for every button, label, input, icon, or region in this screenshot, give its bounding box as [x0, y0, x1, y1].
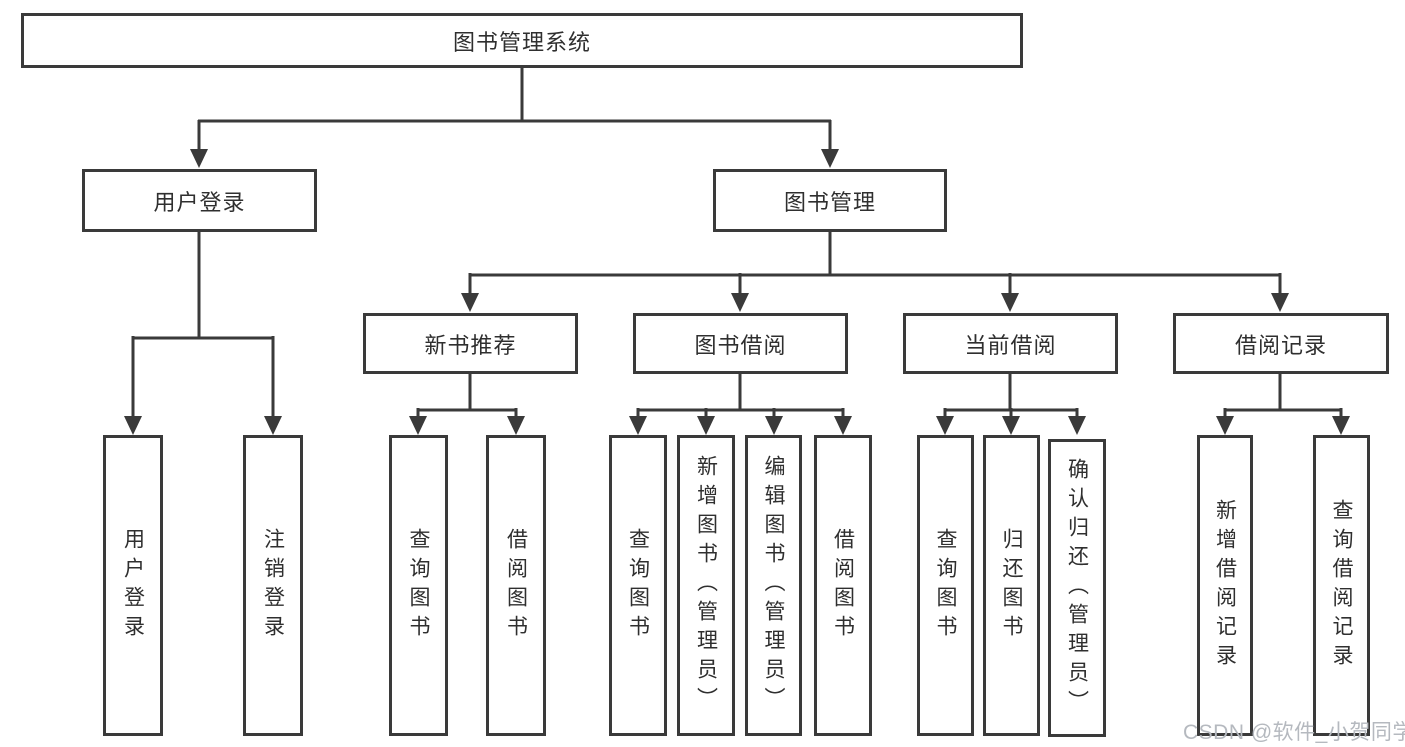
node-book-borrowing-label: 图书借阅 [694, 332, 787, 358]
leaf-borrow-books: 借阅图书 [814, 435, 872, 736]
connector-root-to-level2 [197, 68, 832, 152]
connector-current-children [943, 374, 1079, 420]
node-new-book-recommendation-label: 新书推荐 [424, 332, 517, 358]
node-user-login-label: 用户登录 [153, 189, 246, 215]
node-current-borrowing: 当前借阅 [903, 313, 1118, 374]
connector-user-login-children [131, 232, 275, 420]
leaf-query-books-recommend-label: 查询图书 [407, 527, 430, 644]
leaf-logout: 注销登录 [243, 435, 303, 736]
leaf-add-books-admin-label: 新增图书（管理员） [694, 455, 718, 716]
leaf-edit-books-admin: 编辑图书（管理员） [745, 435, 802, 736]
leaf-borrow-books-recommend: 借阅图书 [486, 435, 546, 736]
node-root: 图书管理系统 [21, 13, 1023, 68]
node-current-borrowing-label: 当前借阅 [964, 332, 1057, 358]
leaf-confirm-return-admin-label: 确认归还（管理员） [1065, 457, 1089, 719]
connector-records-children [1223, 374, 1343, 420]
leaf-query-books-current: 查询图书 [917, 435, 974, 736]
connector-book-management-children [468, 232, 1282, 297]
leaf-confirm-return-admin: 确认归还（管理员） [1048, 439, 1106, 737]
leaf-query-books-recommend: 查询图书 [389, 435, 448, 736]
node-borrowing-records-label: 借阅记录 [1234, 332, 1327, 358]
leaf-logout-label: 注销登录 [261, 527, 285, 644]
leaf-return-books: 归还图书 [983, 435, 1040, 736]
leaf-add-books-admin: 新增图书（管理员） [677, 435, 735, 736]
node-new-book-recommendation: 新书推荐 [363, 313, 578, 374]
leaf-query-books-borrow-label: 查询图书 [626, 527, 650, 644]
node-root-label: 图书管理系统 [452, 29, 591, 55]
leaf-return-books-label: 归还图书 [1000, 527, 1023, 644]
leaf-query-books-borrow: 查询图书 [609, 435, 667, 736]
leaf-user-login: 用户登录 [103, 435, 163, 736]
leaf-query-borrow-record: 查询借阅记录 [1313, 435, 1370, 736]
leaf-query-borrow-record-label: 查询借阅记录 [1330, 498, 1353, 673]
node-book-management-label: 图书管理 [783, 189, 876, 215]
connector-recommend-children [416, 374, 518, 420]
leaf-add-borrow-record-label: 新增借阅记录 [1213, 498, 1237, 673]
leaf-borrow-books-label: 借阅图书 [831, 527, 855, 644]
node-borrowing-records: 借阅记录 [1173, 313, 1389, 374]
leaf-borrow-books-recommend-label: 借阅图书 [504, 527, 528, 644]
leaf-edit-books-admin-label: 编辑图书（管理员） [762, 455, 785, 716]
node-user-login: 用户登录 [82, 169, 317, 232]
node-book-borrowing: 图书借阅 [633, 313, 848, 374]
leaf-add-borrow-record: 新增借阅记录 [1197, 435, 1253, 736]
leaf-user-login-label: 用户登录 [121, 527, 145, 644]
connector-borrow-children [636, 374, 845, 420]
leaf-query-books-current-label: 查询图书 [934, 527, 957, 644]
node-book-management: 图书管理 [713, 169, 947, 232]
watermark-text: CSDN @软件_小贺同学 [1183, 721, 1405, 744]
